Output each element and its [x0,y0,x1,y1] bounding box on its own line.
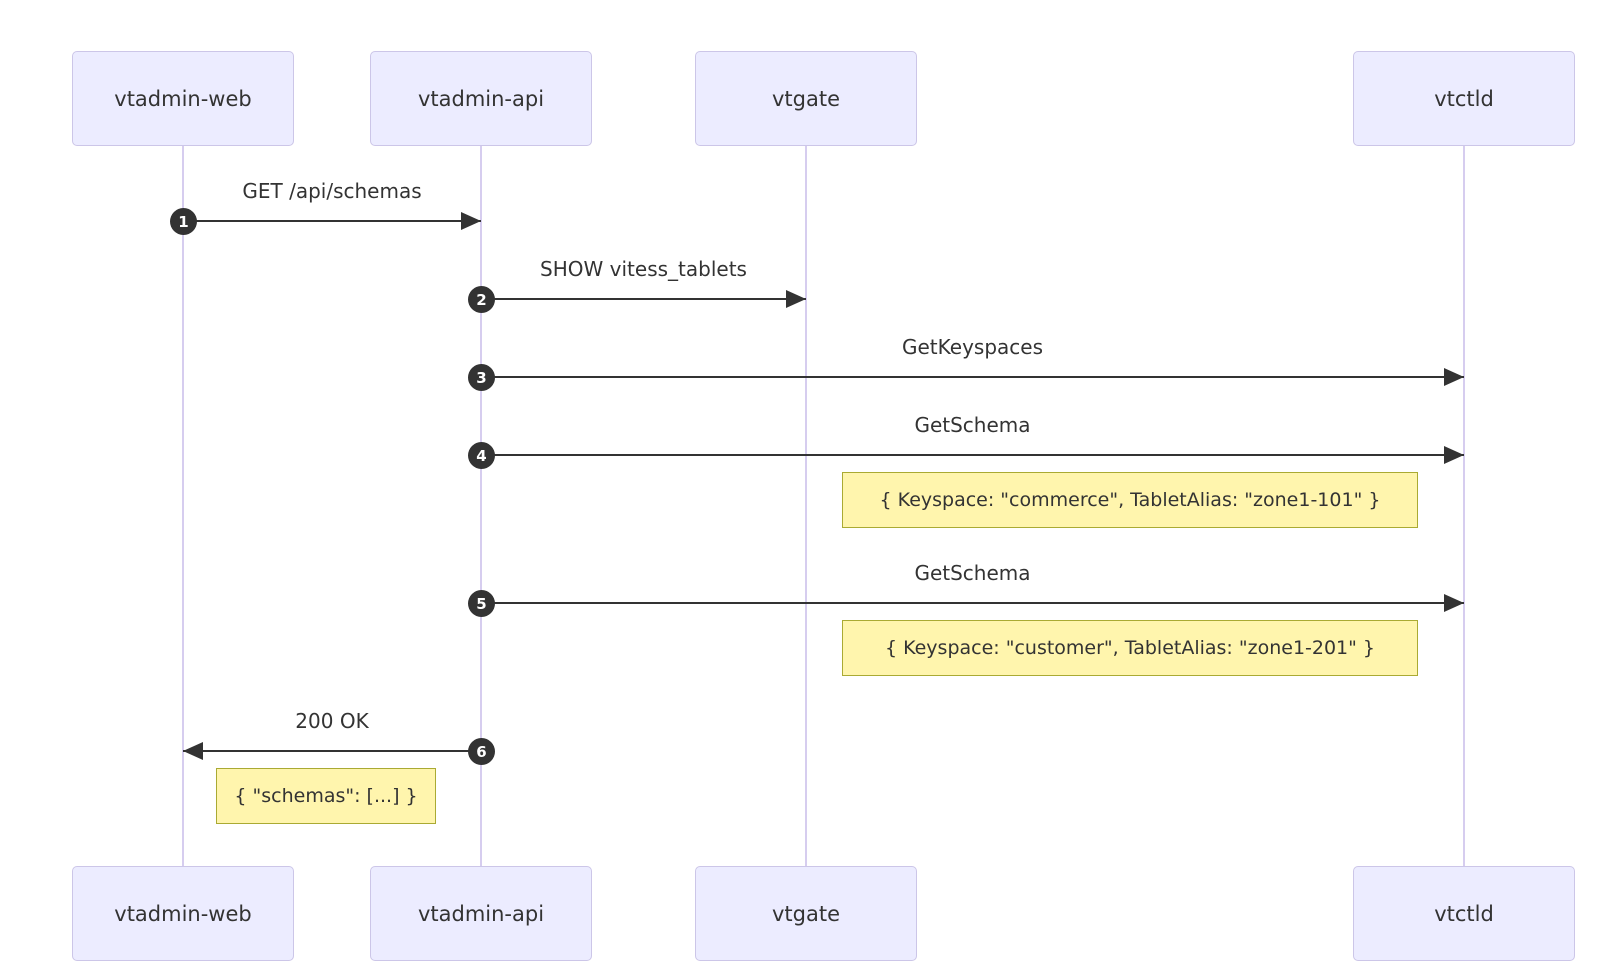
message-1-label: GET /api/schemas [242,179,422,203]
actor-vtadmin-api-bottom: vtadmin-api [370,866,592,961]
message-2-number: 2 [468,286,495,313]
message-4-line [481,454,1464,456]
message-6-arrowhead-icon [183,742,203,760]
message-4-arrowhead-icon [1444,446,1464,464]
lifeline-vtadmin-web [182,146,184,866]
message-5-arrowhead-icon [1444,594,1464,612]
message-6-line [183,750,481,752]
message-1-line [183,220,481,222]
message-2-line [481,298,806,300]
lifeline-vtgate [805,146,807,866]
message-5-line [481,602,1464,604]
actor-vtctld-bottom: vtctld [1353,866,1575,961]
actor-vtadmin-api-top: vtadmin-api [370,51,592,146]
actor-vtadmin-web-bottom: vtadmin-web [72,866,294,961]
message-2-arrowhead-icon [786,290,806,308]
message-4-number: 4 [468,442,495,469]
message-5-label: GetSchema [914,561,1031,585]
message-1-arrowhead-icon [461,212,481,230]
actor-vtgate-bottom: vtgate [695,866,917,961]
message-1-number: 1 [170,208,197,235]
message-3-number: 3 [468,364,495,391]
note-1: { Keyspace: "commerce", TabletAlias: "zo… [842,472,1418,528]
lifeline-vtadmin-api [480,146,482,866]
actor-vtgate-top: vtgate [695,51,917,146]
actor-vtctld-top: vtctld [1353,51,1575,146]
message-3-line [481,376,1464,378]
message-3-arrowhead-icon [1444,368,1464,386]
actor-vtadmin-web-top: vtadmin-web [72,51,294,146]
message-5-number: 5 [468,590,495,617]
lifeline-vtctld [1463,146,1465,866]
note-3: { "schemas": [...] } [216,768,436,824]
message-3-label: GetKeyspaces [902,335,1043,359]
note-2: { Keyspace: "customer", TabletAlias: "zo… [842,620,1418,676]
message-6-number: 6 [468,738,495,765]
message-6-label: 200 OK [295,709,369,733]
message-4-label: GetSchema [914,413,1031,437]
message-2-label: SHOW vitess_tablets [540,257,747,281]
